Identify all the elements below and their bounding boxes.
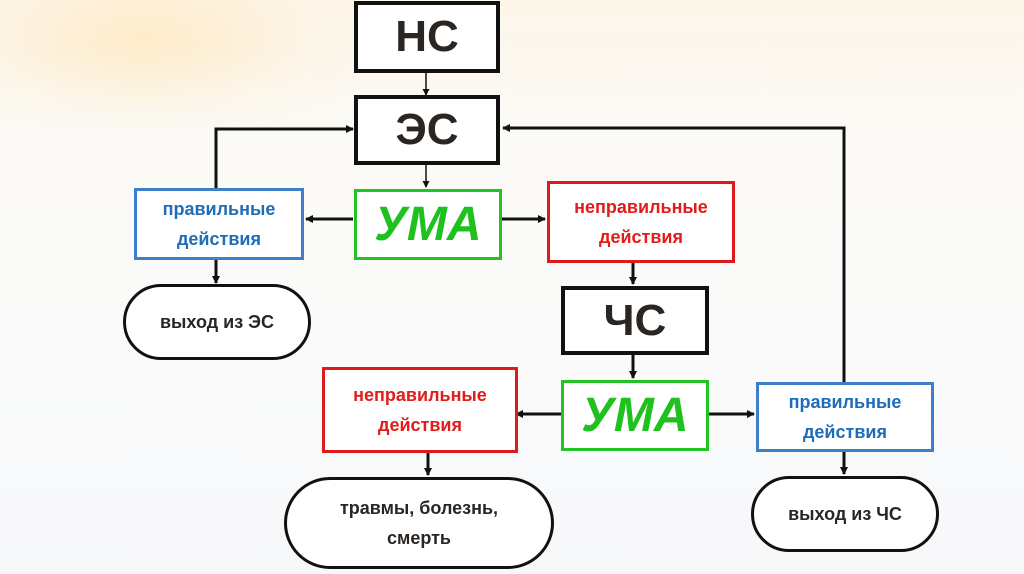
- node-ns-label: НС: [395, 12, 459, 61]
- node-wrong-bottom-line1: неправильные: [353, 385, 487, 405]
- node-uma-bottom: УМА: [561, 380, 709, 451]
- node-ns: НС: [354, 1, 500, 73]
- node-outcome-line1: травмы, болезнь,: [339, 498, 499, 518]
- node-wrong-actions-top: неправильные действия: [547, 181, 735, 263]
- node-chs-label: ЧС: [603, 295, 667, 345]
- node-wrong-top-line1: неправильные: [574, 197, 708, 217]
- node-exit-chs: выход из ЧС: [751, 476, 939, 552]
- node-uma-top-label: УМА: [374, 198, 482, 251]
- edge-correct-bottom-to-es: [502, 124, 846, 382]
- node-es-label: ЭС: [395, 105, 459, 154]
- node-uma-top: УМА: [354, 189, 502, 260]
- node-exit-es: выход из ЭС: [123, 284, 311, 360]
- node-correct-top-line2: действия: [177, 229, 261, 249]
- node-chs: ЧС: [561, 286, 709, 355]
- node-exit-es-label: выход из ЭС: [159, 312, 274, 332]
- node-correct-top-line1: правильные: [162, 199, 276, 219]
- node-wrong-bottom-line2: действия: [378, 415, 462, 435]
- node-outcome-line2: смерть: [387, 528, 451, 548]
- node-correct-actions-bottom: правильные действия: [756, 382, 934, 452]
- node-uma-bottom-label: УМА: [581, 389, 689, 442]
- node-wrong-actions-bottom: неправильные действия: [322, 367, 518, 453]
- node-es: ЭС: [354, 95, 500, 165]
- edge-correct-top-to-es: [214, 125, 354, 189]
- node-wrong-top-line2: действия: [599, 227, 683, 247]
- node-correct-actions-top: правильные действия: [134, 188, 304, 260]
- node-outcome: травмы, болезнь, смерть: [284, 477, 554, 569]
- node-correct-bottom-line1: правильные: [788, 392, 902, 412]
- node-correct-bottom-line2: действия: [803, 422, 887, 442]
- node-exit-chs-label: выход из ЧС: [788, 504, 902, 524]
